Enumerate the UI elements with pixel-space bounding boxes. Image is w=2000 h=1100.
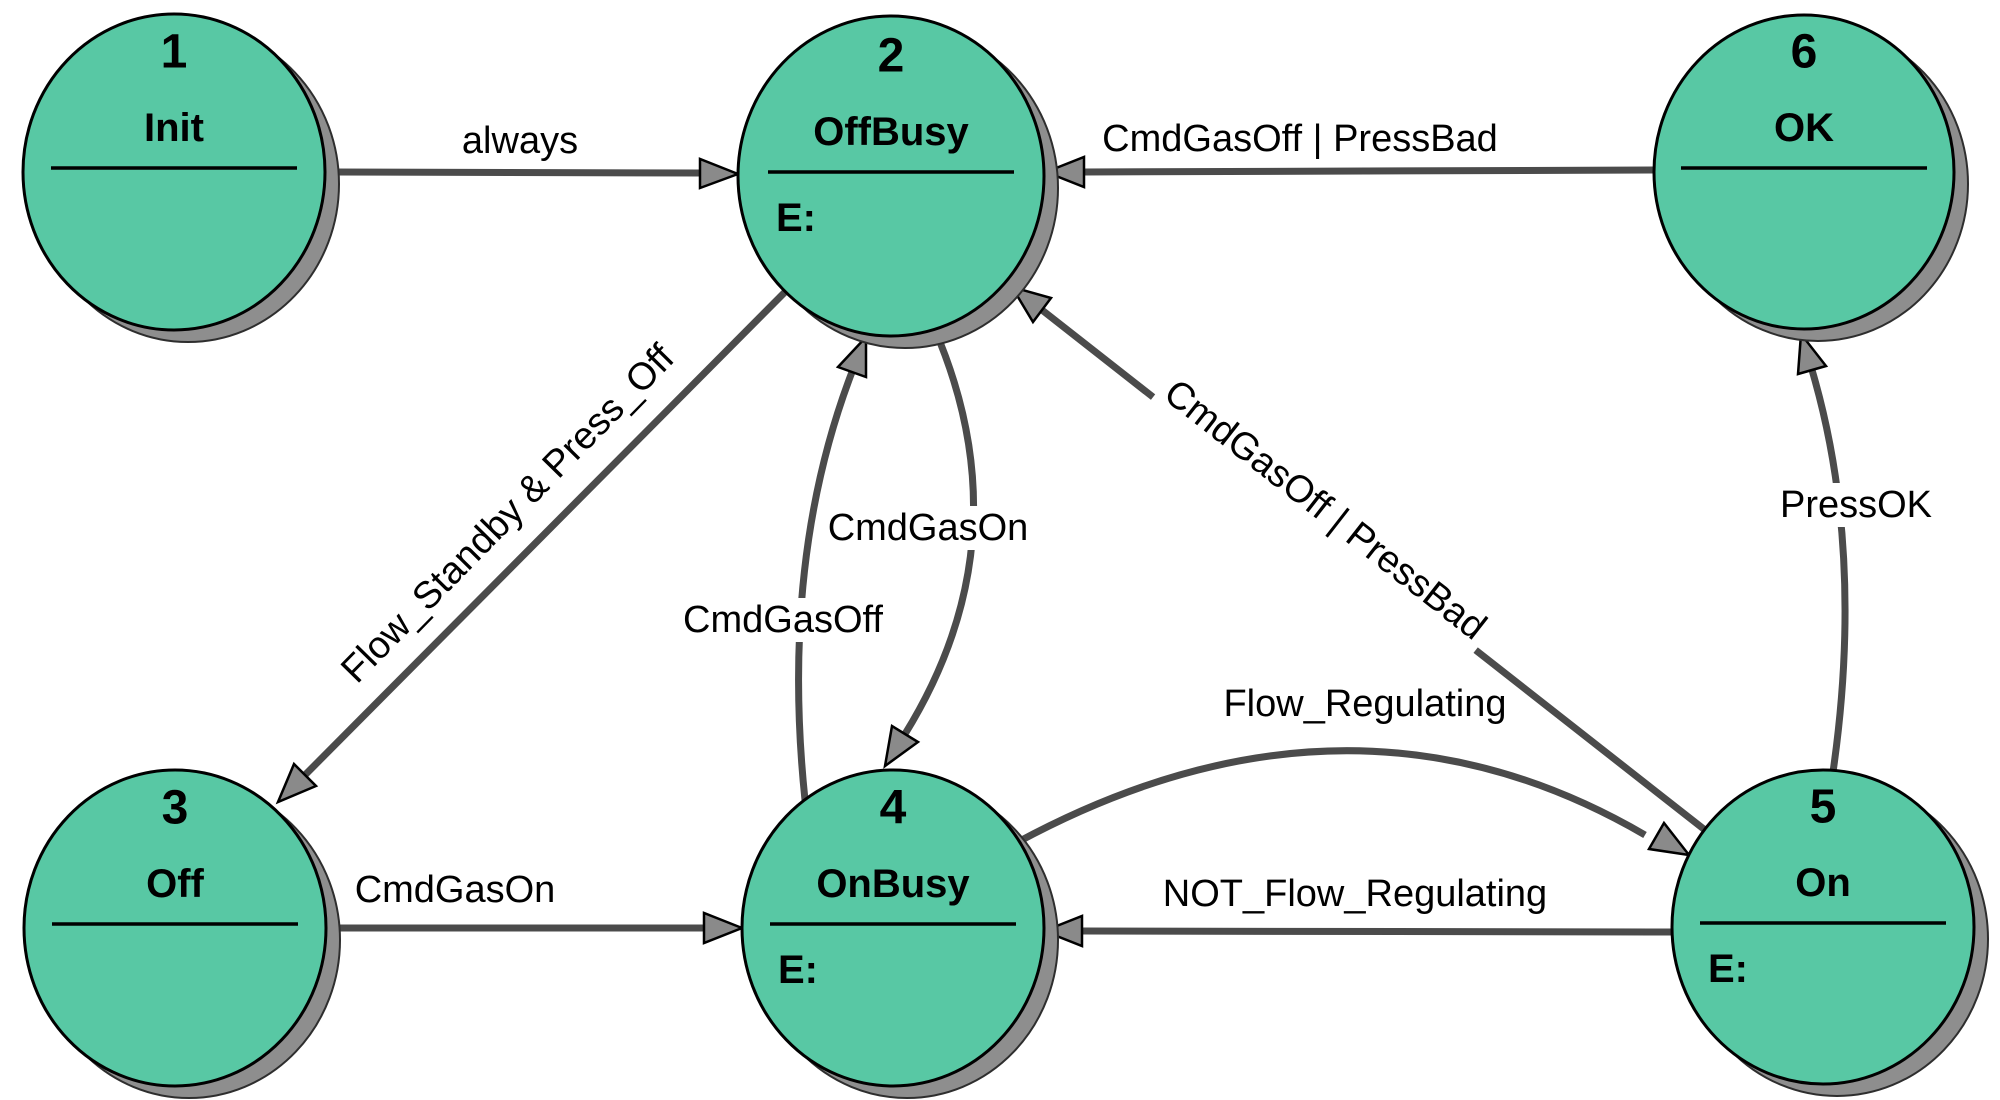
state-init[interactable]: 1 Init [21,12,340,343]
label-background [825,506,1031,550]
label-background [338,342,678,686]
transition-label: CmdGasOff | PressBad [1095,117,1505,161]
state-circle [1652,13,1956,331]
transition-label-text: CmdGasOn [355,869,556,911]
transition-offbusy-off[interactable]: Flow_Standby & Press_Off [275,289,788,805]
transition-off-onbusy[interactable]: CmdGasOn [326,868,746,945]
state-circle [21,12,327,332]
state-circle [736,14,1046,338]
arrowhead-icon [702,911,746,945]
state-name: OnBusy [816,862,970,906]
label-background [1159,872,1551,916]
transition-label: always [458,119,582,163]
state-on[interactable]: 5 On E: [1670,768,1989,1097]
transition-onbusy-offbusy[interactable]: CmdGasOff [678,333,888,801]
transition-label-text: NOT_Flow_Regulating [1163,873,1547,915]
edge-line [795,370,856,801]
label-background [678,598,888,642]
arrowhead-icon [1009,284,1054,325]
transition-onbusy-on[interactable]: Flow_Regulating [1016,682,1692,857]
edge-line [1083,166,1656,176]
label-background [1219,682,1511,726]
state-number: 4 [880,782,907,835]
transition-label-text: Flow_Regulating [1223,683,1506,725]
transition-offbusy-onbusy[interactable]: CmdGasOn [825,328,1031,769]
transition-label-text: always [462,120,578,162]
transition-ok-offbusy[interactable]: CmdGasOff | PressBad [1042,117,1656,189]
arrowhead-icon [1042,155,1086,189]
arrowhead-icon [883,723,921,769]
arrowhead-icon [275,761,319,805]
transition-label: CmdGasOff | PressBad [1149,366,1501,654]
transition-on-onbusy[interactable]: NOT_Flow_Regulating [1040,872,1673,948]
transition-label: NOT_Flow_Regulating [1159,872,1551,916]
arrowhead-icon [698,157,742,190]
entry-actions-label: E: [778,948,818,992]
arrowhead-icon [1796,330,1829,376]
label-background [1776,483,1936,527]
transition-label: CmdGasOn [825,506,1031,550]
state-number: 5 [1810,781,1837,834]
state-number: 2 [878,30,905,83]
state-circle [1670,768,1976,1086]
state-name: OffBusy [813,110,969,154]
transition-label-text: PressOK [1780,484,1932,526]
state-number: 1 [161,26,188,79]
edge-line [1081,927,1673,936]
state-number: 6 [1791,26,1818,79]
label-background [458,119,582,163]
arrowhead-icon [835,333,868,379]
arrowhead-icon [1647,820,1692,857]
transition-label-text: Flow_Standby & Press_Off [333,337,683,692]
entry-actions-label: E: [776,196,816,240]
state-circle [740,768,1046,1088]
state-name: Off [146,862,204,906]
state-circle [22,768,328,1088]
transition-label: CmdGasOff [678,598,888,642]
states-layer: 1 Init 2 OffBusy E: 6 OK 3 Off [21,12,1989,1099]
edge-line [332,168,701,177]
arrowhead-icon [1040,914,1084,948]
state-name: Init [144,106,204,150]
state-number: 3 [162,782,189,835]
transition-label: Flow_Regulating [1219,682,1511,726]
label-background [352,868,558,912]
label-background [1095,117,1505,161]
entry-actions-label: E: [1708,947,1748,991]
state-ok[interactable]: 6 OK [1652,13,1969,342]
transition-label-text: CmdGasOff | PressBad [1102,118,1498,160]
edge-line [302,289,788,778]
transition-label-text: CmdGasOff [683,599,883,641]
state-onbusy[interactable]: 4 OnBusy E: [740,768,1059,1099]
state-name: On [1795,861,1851,905]
transition-label-text: CmdGasOn [828,507,1029,549]
edge-line [1808,369,1849,773]
transition-label: Flow_Standby & Press_Off [333,337,683,692]
transition-label-text: CmdGasOff | PressBad [1156,372,1494,649]
transition-label: PressOK [1776,483,1936,527]
transition-label: CmdGasOn [352,868,558,912]
transition-on-ok[interactable]: PressOK [1776,330,1936,773]
label-background [1149,366,1501,654]
state-offbusy[interactable]: 2 OffBusy E: [736,14,1059,349]
transition-init-offbusy[interactable]: always [332,119,742,190]
edge-line [1016,747,1647,846]
state-off[interactable]: 3 Off [22,768,341,1099]
state-name: OK [1774,106,1834,150]
